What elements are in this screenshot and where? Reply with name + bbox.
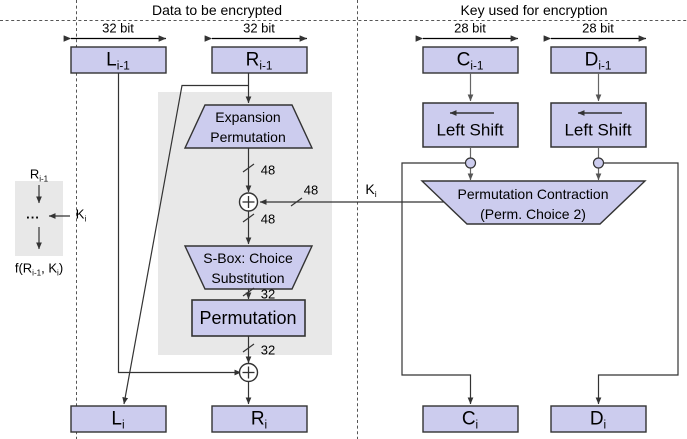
register-label-D-next: Di — [589, 408, 607, 432]
register-label-C-next: Ci — [461, 408, 479, 432]
block-label-sbox-line2: Substitution — [211, 270, 285, 286]
bit-width-exp-out: 48 — [260, 162, 276, 178]
junction-dot-d — [592, 157, 605, 169]
register-label-D-prev: Di-1 — [584, 49, 612, 73]
register-box-C-next — [422, 405, 519, 433]
block-label-perm-contraction-line2: (Perm. Choice 2) — [480, 206, 586, 222]
junction-dot-c — [464, 157, 477, 169]
register-label-C-prev: Ci-1 — [456, 49, 484, 73]
register-label-R-next: Ri — [250, 408, 268, 432]
block-label-sbox-line1: S-Box: Choice — [203, 250, 293, 266]
wire-R-prev-to-L-next — [122, 84, 249, 405]
block-label-permutation: Permutation — [199, 308, 297, 328]
block-permutation-shape — [191, 299, 306, 337]
block-label-perm-contraction-line1: Permutation Contraction — [457, 186, 609, 202]
block-label-left-shift-c: Left Shift — [436, 120, 504, 140]
legend-dots: ... — [26, 206, 40, 222]
legend-output-label: f(Ri-1, Ki) — [14, 260, 64, 278]
block-perm-contraction-shape — [420, 180, 647, 225]
legend-input-label: Ri-1 — [29, 166, 49, 184]
wire-L-prev-to-xor — [117, 73, 242, 376]
bit-tick-perm-out — [242, 343, 255, 353]
register-box-R-prev — [211, 46, 308, 74]
bit-tick-xor-out — [242, 213, 255, 223]
dimension-label-l: 32 bit — [102, 20, 134, 36]
block-expansion-permutation-shape — [183, 104, 314, 149]
register-label-R-prev: Ri-1 — [245, 49, 273, 73]
block-label-expansion-line2: Permutation — [210, 129, 286, 145]
register-box-L-prev — [70, 46, 167, 74]
wire-D-branch-to-D-next — [595, 162, 679, 405]
block-label-left-shift-d: Left Shift — [564, 120, 632, 140]
register-label-L-next: Li — [111, 408, 125, 432]
block-label-expansion-line1: Expansion — [215, 109, 281, 125]
key-wire-label: Ki — [365, 181, 377, 199]
bit-width-sbox-out: 32 — [260, 286, 276, 302]
register-box-D-next — [550, 405, 647, 433]
legend-graphics — [36, 185, 70, 250]
dimension-label-d: 28 bit — [582, 20, 614, 36]
dimension-label-r: 32 bit — [243, 20, 275, 36]
bit-tick-key-in — [290, 197, 303, 207]
bit-tick-sbox-out — [242, 287, 255, 297]
wire-C-branch-to-C-next — [401, 162, 474, 405]
dimension-label-c: 28 bit — [454, 20, 486, 36]
register-box-R-next — [211, 405, 308, 433]
bit-width-xor-out: 48 — [260, 211, 276, 227]
bit-width-key-in: 48 — [303, 182, 319, 198]
register-box-C-prev — [422, 46, 519, 74]
bit-tick-exp-out — [242, 163, 255, 173]
register-box-L-next — [70, 405, 167, 433]
section-title-key: Key used for encryption — [460, 2, 608, 18]
section-title-data: Data to be encrypted — [152, 2, 282, 18]
legend-key-label: Ki — [75, 206, 87, 224]
block-sbox-shape — [183, 245, 314, 290]
register-label-L-prev: Li-1 — [106, 49, 130, 73]
bit-width-perm-out: 32 — [260, 342, 276, 358]
